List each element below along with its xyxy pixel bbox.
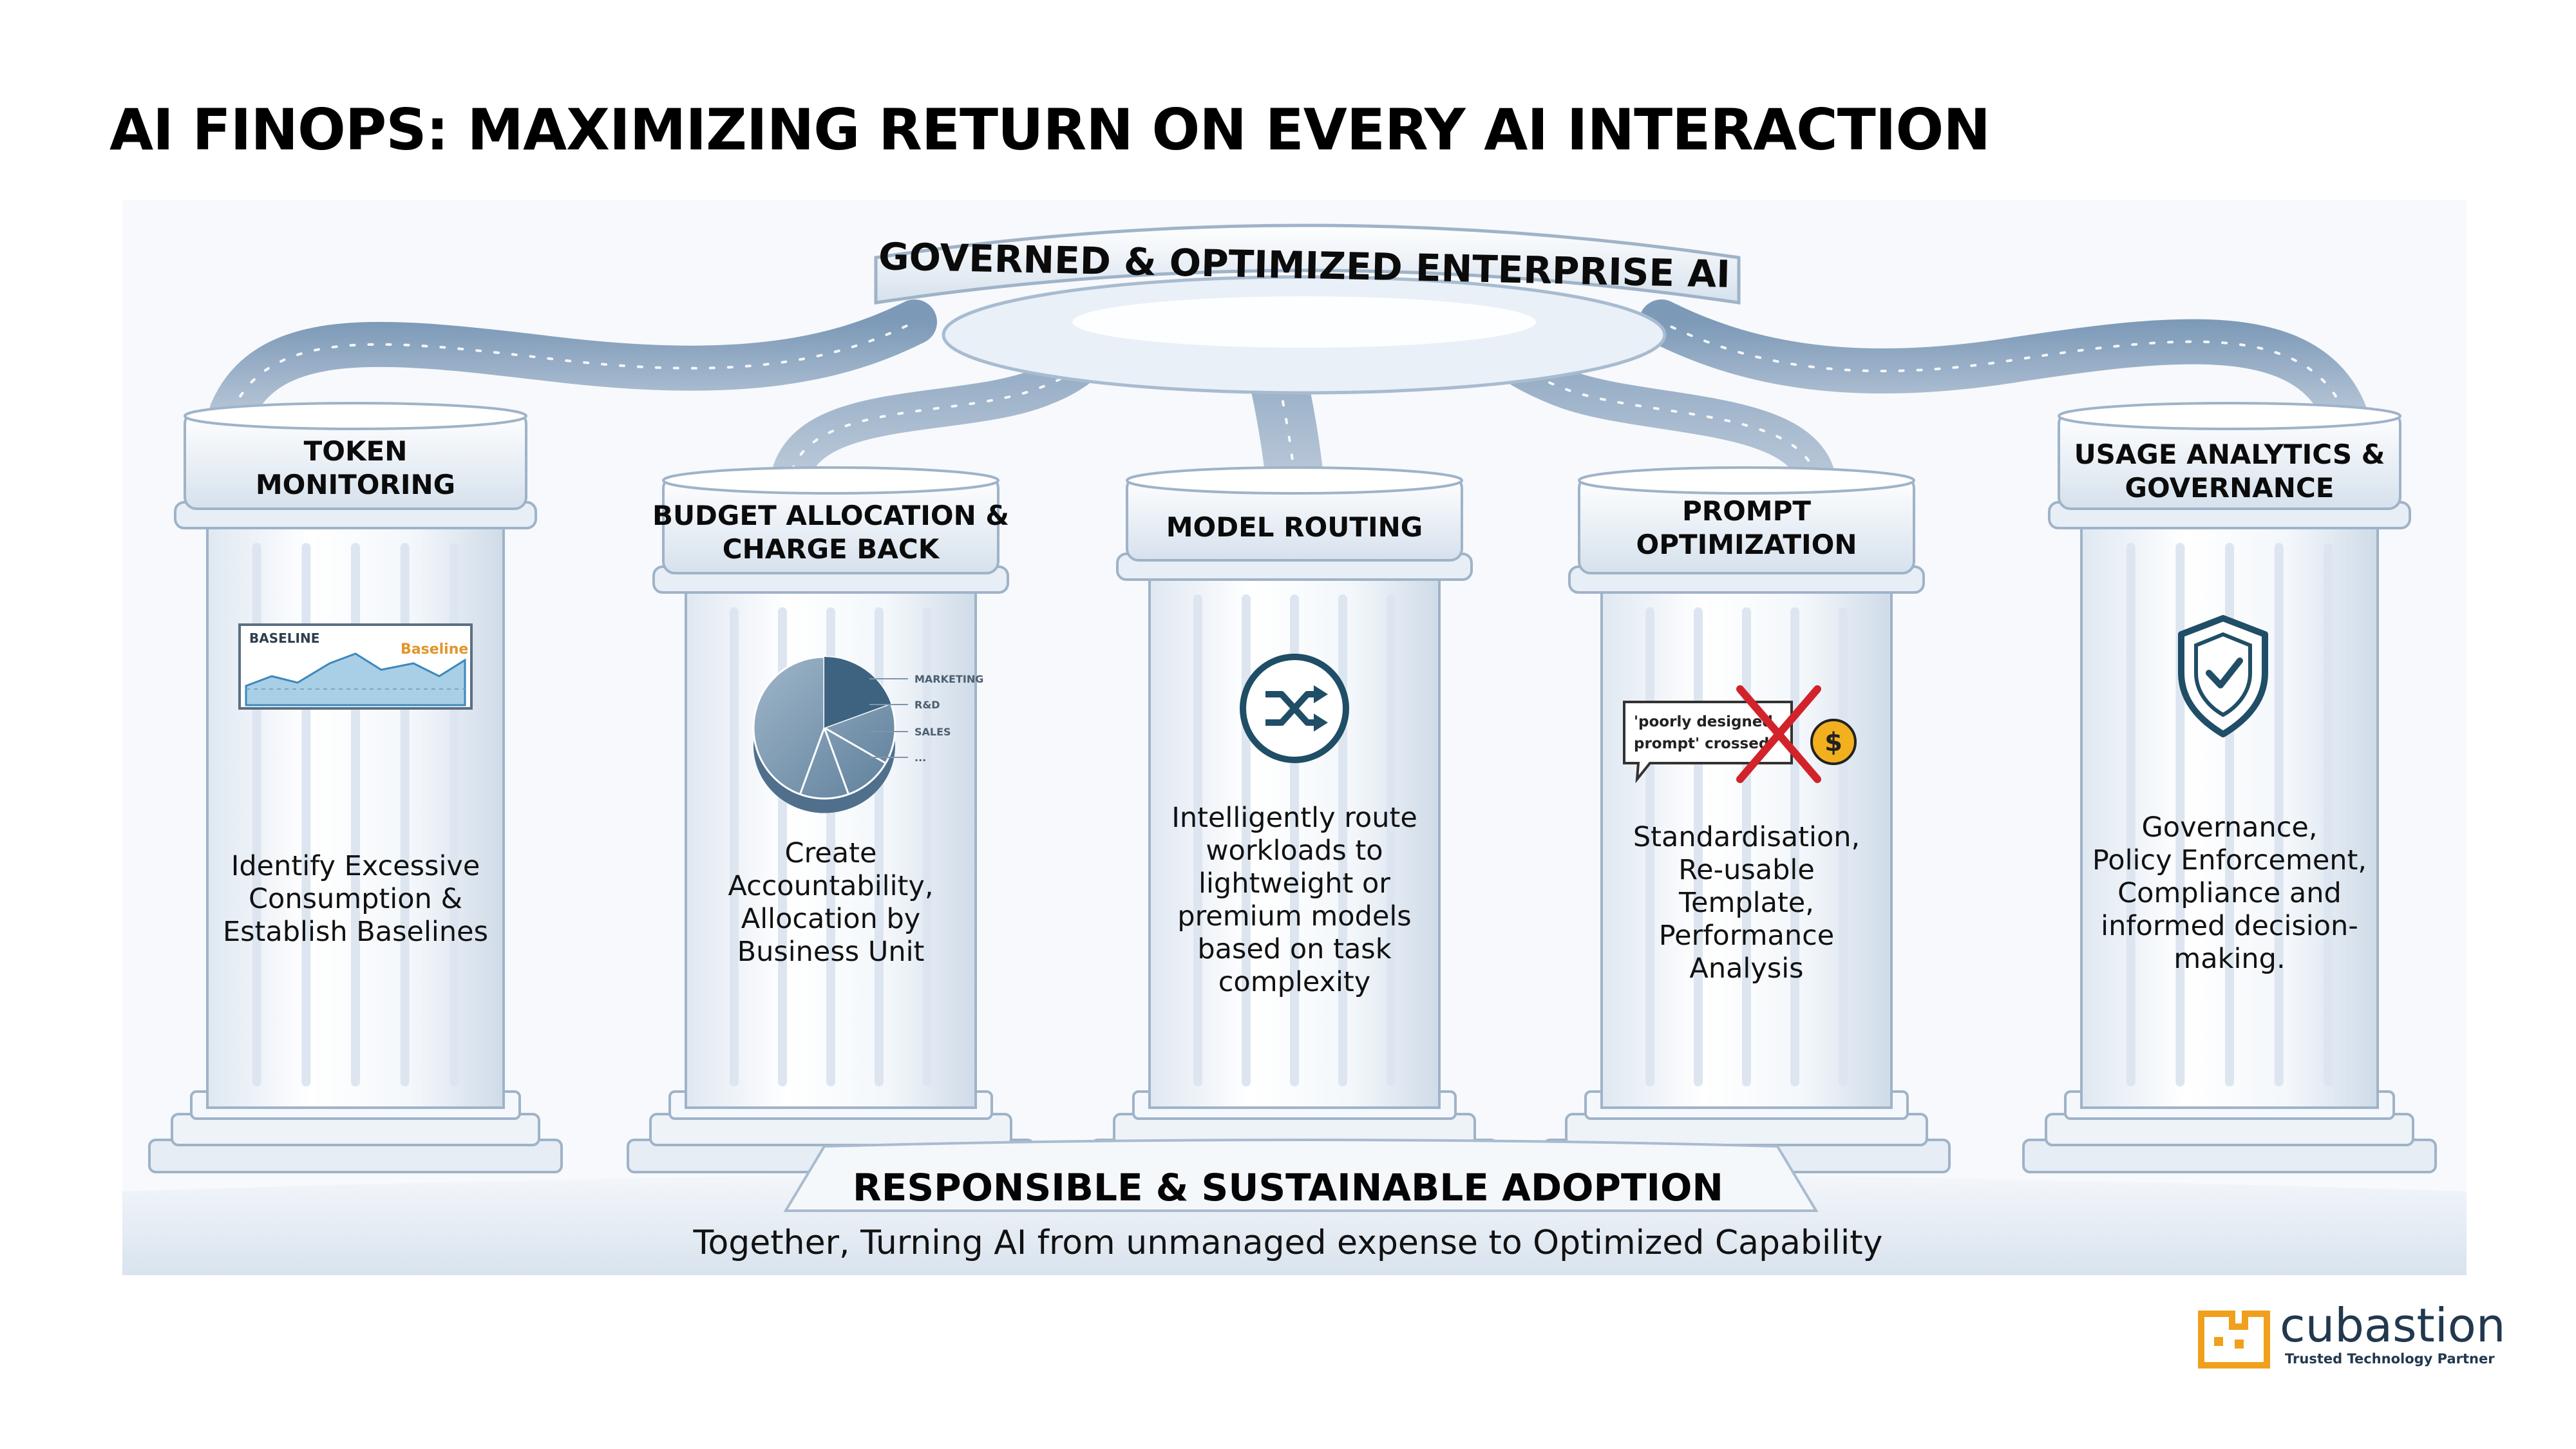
pillar-title-line: CHARGE BACK [722, 533, 940, 565]
pillar-title-line: MONITORING [255, 469, 456, 500]
logo-tagline: Trusted Technology Partner [2285, 1351, 2495, 1367]
pie-label: MARKETING [914, 673, 983, 685]
pillar-5 [2022, 402, 2437, 1173]
pillar-title-line: MODEL ROUTING [1166, 511, 1423, 543]
pillar-title-line: OPTIMIZATION [1636, 529, 1857, 560]
svg-text:$: $ [1824, 728, 1842, 757]
pillar-description-line: Standardisation, [1633, 821, 1861, 853]
base-banner-plate [783, 1139, 1819, 1212]
pillar-description-line: Intelligently route [1171, 802, 1417, 834]
cubastion-logo-icon [2198, 1311, 2270, 1368]
pillar-description-line: Analysis [1689, 952, 1804, 985]
pillar-description-line: Compliance and [2117, 877, 2342, 909]
base-banner: RESPONSIBLE & SUSTAINABLE ADOPTION [853, 1166, 1723, 1209]
pillar-description-line: Create [784, 837, 877, 869]
baseline-line-chart-icon: BASELINE Baseline [238, 623, 473, 710]
logo-wordmark: cubastion [2280, 1298, 2506, 1352]
pillar-description-line: Allocation by [741, 903, 921, 935]
pillar-title: MODEL ROUTING [1088, 511, 1501, 544]
shuffle-route-icon [1240, 654, 1349, 763]
pillar-description-line: making. [2174, 943, 2286, 975]
pie-label: R&D [914, 699, 940, 711]
pillar-description-line: Re-usable [1678, 854, 1815, 886]
pillar-description-line: informed decision- [2101, 910, 2358, 942]
pillar-description-line: Establish Baselines [222, 916, 488, 948]
floor [122, 1172, 2467, 1275]
pie-label: ... [914, 752, 926, 764]
pillar-3 [1090, 466, 1499, 1173]
pillar-description-line: Template, [1679, 887, 1814, 919]
pillar-description-line: Governance, [2141, 811, 2318, 844]
chart-label: Baseline [401, 641, 468, 658]
tagline: Together, Turning AI from unmanaged expe… [693, 1224, 1883, 1262]
pillar-description-line: Consumption & [249, 883, 462, 915]
pillar-description-line: workloads to [1206, 835, 1383, 867]
pie-chart-icon: MARKETING R&D SALES... [752, 656, 983, 813]
pillar-description-line: lightweight or [1198, 867, 1390, 900]
prompt-label: prompt' crossed [1634, 735, 1769, 752]
pillar-title-line: GOVERNANCE [2125, 472, 2334, 504]
pillar-title: USAGE ANALYTICS &GOVERNANCE [2023, 438, 2436, 505]
pillar-description-line: based on task [1197, 933, 1392, 965]
pillar-description-line: complexity [1218, 966, 1371, 998]
pie-label: SALES [914, 726, 951, 738]
shield-check-icon [2178, 615, 2268, 737]
top-ring [874, 223, 1741, 395]
pillar-title-line: TOKEN [303, 435, 408, 467]
pillar-title-line: PROMPT [1681, 495, 1812, 527]
chart-label: BASELINE [249, 630, 319, 646]
pillar-description-line: Accountability, [728, 870, 934, 902]
pillar-description: Governance,Policy Enforcement,Compliance… [2049, 811, 2410, 976]
prompt-label: 'poorly designed [1634, 714, 1773, 730]
pillar-title: BUDGET ALLOCATION &CHARGE BACK [625, 499, 1037, 566]
pillar-title-line: USAGE ANALYTICS & [2074, 439, 2385, 470]
pillar-2: MARKETING R&D SALES... [627, 466, 1035, 1173]
pillar-description-line: Identify Excessive [231, 850, 480, 882]
pillar-4: 'poorly designed prompt' crossed $ [1542, 466, 1951, 1173]
pillar-description-line: premium models [1177, 900, 1412, 933]
pillar-description-line: Performance [1658, 920, 1835, 952]
pillar-title-line: BUDGET ALLOCATION & [652, 500, 1010, 531]
pillar-description-line: Policy Enforcement, [2092, 844, 2367, 876]
pillar-1: BASELINE Baseline [148, 402, 563, 1173]
crossed-prompt-dollar-icon: 'poorly designed prompt' crossed $ [1623, 685, 1857, 784]
pillar-description-line: Business Unit [737, 936, 925, 968]
page-title: AI FINOPS: MAXIMIZING RETURN ON EVERY AI… [109, 97, 1991, 163]
